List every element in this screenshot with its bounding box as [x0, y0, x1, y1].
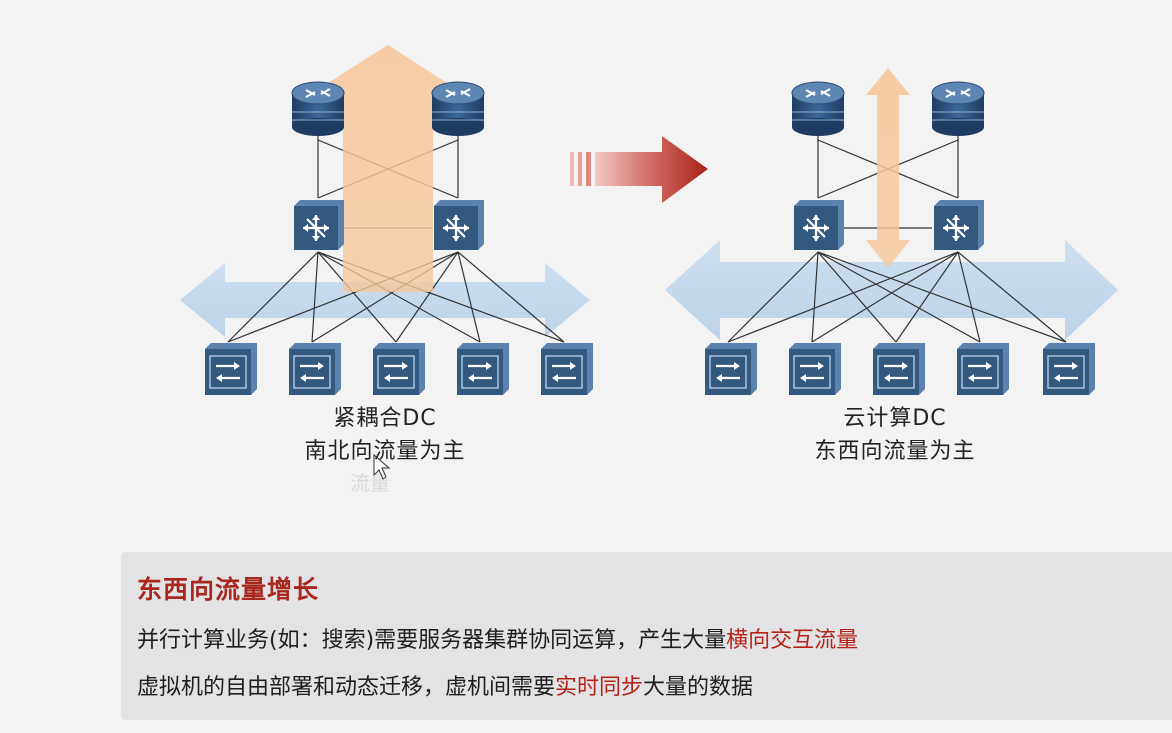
right-access-switch-2	[789, 343, 841, 395]
info-line-2-text: 虚拟机的自由部署和动态迁移，虚机间需要	[137, 675, 556, 700]
left-router-2	[431, 81, 485, 136]
right-caption: 云计算DC 东西向流量为主	[750, 402, 1040, 468]
right-router-1	[791, 81, 845, 136]
transition-arrow	[570, 136, 708, 203]
left-east-west-arrow	[180, 263, 590, 337]
left-access-switch-5	[541, 343, 593, 395]
left-access-switch-2	[289, 343, 341, 395]
left-access-switch-1	[205, 343, 257, 395]
left-access-switch-3	[373, 343, 425, 395]
left-north-south-arrow	[320, 45, 455, 292]
info-box: 东西向流量增长 并行计算业务(如：搜索)需要服务器集群协同运算，产生大量横向交互…	[121, 552, 1172, 720]
left-access-switch-4	[457, 343, 509, 395]
info-line-2-suffix: 大量的数据	[643, 675, 754, 700]
left-caption-subtitle: 南北向流量为主	[304, 439, 466, 464]
mouse-cursor-icon	[373, 453, 391, 480]
info-line-2: 虚拟机的自由部署和动态迁移，虚机间需要实时同步大量的数据	[137, 669, 753, 701]
right-caption-subtitle: 东西向流量为主	[814, 439, 976, 464]
right-access-switch-3	[873, 343, 925, 395]
info-line-1: 并行计算业务(如：搜索)需要服务器集群协同运算，产生大量横向交互流量	[137, 622, 858, 654]
left-caption-title: 紧耦合DC	[333, 406, 437, 431]
routers	[291, 81, 985, 136]
right-caption-title: 云计算DC	[843, 406, 947, 431]
right-access-switch-4	[957, 343, 1009, 395]
core-switches	[294, 200, 984, 250]
right-access-switch-5	[1043, 343, 1095, 395]
info-line-1-text: 并行计算业务(如：搜索)需要服务器集群协同运算，产生大量	[137, 628, 727, 653]
info-line-2-highlight: 实时同步	[555, 675, 644, 700]
left-caption: 紧耦合DC 南北向流量为主	[240, 402, 530, 468]
ghost-text: 流量	[350, 471, 390, 495]
left-core-switch-1	[294, 200, 344, 250]
info-title: 东西向流量增长	[137, 575, 320, 604]
right-north-south-arrow	[866, 68, 910, 268]
access-switches	[205, 343, 1095, 395]
right-access-switch-1	[705, 343, 757, 395]
right-router-2	[931, 81, 985, 136]
right-links	[727, 132, 1067, 343]
left-core-switch-2	[434, 200, 484, 250]
info-line-1-highlight: 横向交互流量	[726, 628, 859, 653]
right-core-switch-2	[934, 200, 984, 250]
right-core-switch-1	[794, 200, 844, 250]
right-east-west-arrow	[665, 240, 1118, 340]
left-router-1	[291, 81, 345, 136]
